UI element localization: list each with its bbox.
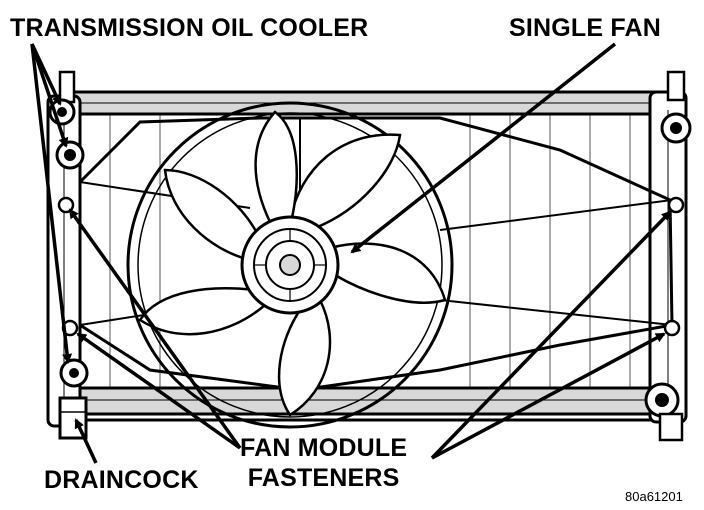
fan-module-fasteners-label: FAN MODULE FASTENERS <box>240 433 407 493</box>
radiator-lower-hose-fitting <box>644 382 684 442</box>
draincock-valve <box>58 358 89 440</box>
oil-cooler-fittings <box>48 70 85 170</box>
fan-blades <box>138 110 447 417</box>
fan-module-label-line2: FASTENERS <box>247 464 400 492</box>
fan-motor-hub <box>240 215 340 315</box>
leader-lines <box>30 42 672 464</box>
single-fan-label: SINGLE FAN <box>509 14 662 42</box>
radiator-top-tank <box>68 90 677 116</box>
radiator-upper-hose-fitting <box>660 70 692 144</box>
fan-module-label-line1: FAN MODULE <box>240 434 408 462</box>
transmission-oil-cooler-label: TRANSMISSION OIL COOLER <box>10 14 369 42</box>
draincock-label: DRAINCOCK <box>44 466 199 494</box>
fan-ring <box>126 101 454 429</box>
figure-code: 80a61201 <box>625 489 683 504</box>
